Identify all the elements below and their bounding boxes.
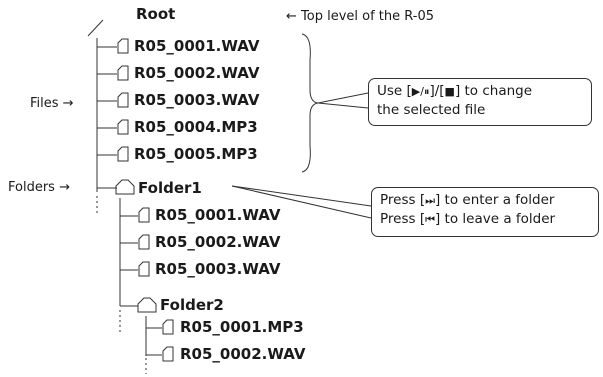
callout-text: ] to enter a folder: [435, 192, 555, 208]
folder1-file-item[interactable]: R05_0001.WAV: [155, 206, 281, 224]
folder1-file-item[interactable]: R05_0002.WAV: [155, 233, 281, 251]
stop-icon: ■: [444, 85, 455, 98]
folder1-label[interactable]: Folder1: [138, 179, 202, 197]
file-item[interactable]: R05_0001.WAV: [134, 37, 260, 55]
select-callout-line1: Use [▶/⏸]/[■] to change: [377, 82, 583, 101]
folder2-file-item[interactable]: R05_0001.MP3: [180, 318, 304, 336]
folders-label: Folders →: [8, 180, 70, 195]
file-item[interactable]: R05_0004.MP3: [134, 118, 258, 136]
play-pause-icon: ▶/⏸: [411, 85, 430, 98]
navigate-folder-callout: Press [⏭] to enter a folder Press [⏮] to…: [371, 187, 599, 237]
root-connector: [87, 19, 104, 37]
root-label: Root: [136, 5, 176, 23]
folder2-file-item[interactable]: R05_0002.WAV: [180, 345, 306, 363]
folder2-label[interactable]: Folder2: [160, 296, 224, 314]
files-label: Files →: [30, 96, 74, 111]
callout-text: ]/[: [429, 83, 445, 99]
folder-icons: [115, 179, 157, 313]
select-callout-line2: the selected file: [377, 102, 486, 118]
skip-back-icon: ⏮: [425, 213, 435, 226]
callout-text: ] to change: [454, 83, 533, 99]
file-item[interactable]: R05_0005.MP3: [134, 145, 258, 163]
file-item[interactable]: R05_0002.WAV: [134, 64, 260, 82]
navigate-callout-line2: Press [⏮] to leave a folder: [380, 210, 590, 229]
root-note: ← Top level of the R-05: [286, 9, 435, 24]
callout-text: Use [: [377, 83, 412, 99]
folder1-file-item[interactable]: R05_0003.WAV: [155, 260, 281, 278]
file-icons: [117, 38, 174, 362]
file-item[interactable]: R05_0003.WAV: [134, 91, 260, 109]
skip-forward-icon: ⏭: [425, 194, 435, 207]
callout-text: ] to leave a folder: [435, 211, 556, 227]
navigate-callout-line1: Press [⏭] to enter a folder: [380, 191, 590, 210]
callout-text: Press [: [380, 192, 426, 208]
files-brace: [301, 33, 319, 173]
select-file-callout: Use [▶/⏸]/[■] to change the selected fil…: [368, 78, 592, 126]
callout-text: Press [: [380, 211, 426, 227]
